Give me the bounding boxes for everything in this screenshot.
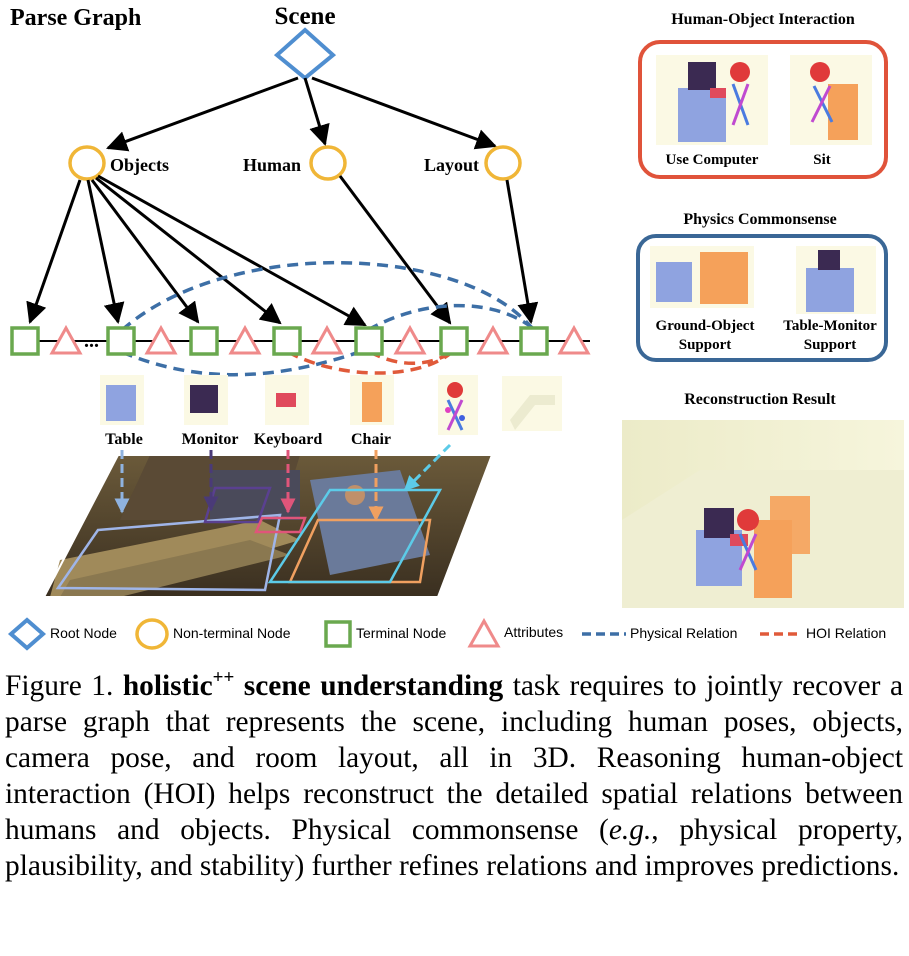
- monitor-thumb: [190, 385, 218, 413]
- caption-bold-lead: holistic++ scene understanding: [122, 667, 504, 702]
- legend-nonterminal-label: Non-terminal Node: [173, 625, 291, 641]
- chair-thumb: [362, 382, 382, 422]
- object-thumbnails: [100, 375, 562, 435]
- terminal-node-1: [10, 326, 40, 356]
- terminal-nodes: [10, 326, 549, 356]
- parse-graph-title: Parse Graph: [10, 5, 141, 31]
- figure-1: Parse Graph Scene Objects Human Layout: [7, 3, 904, 651]
- legend-root-label: Root Node: [50, 625, 117, 641]
- objects-node: [68, 145, 106, 181]
- terminal-node-monitor: [189, 326, 219, 356]
- object-edges: [26, 174, 539, 327]
- legend-attribute-label: Attributes: [504, 624, 563, 640]
- keyboard-thumb: [276, 393, 296, 407]
- root-edges: [106, 76, 497, 152]
- nonterminal-nodes: [68, 145, 522, 181]
- table-monitor-render: [796, 246, 876, 314]
- caption-eg: e.g.: [608, 814, 652, 846]
- grounding-arrows: [114, 443, 452, 522]
- legend-physical-label: Physical Relation: [630, 625, 737, 641]
- physics-panel-title: Physics Commonsense: [683, 211, 836, 228]
- ground-object-render: [650, 246, 754, 308]
- attribute-triangles: [49, 324, 591, 355]
- terminal-node-keyboard: [272, 326, 302, 356]
- legend-terminal-icon: [324, 620, 352, 648]
- table-thumb: [106, 385, 136, 421]
- hoi-use-computer-render: [656, 55, 768, 145]
- physics-panel: [636, 234, 888, 362]
- reconstruction-render: [622, 420, 904, 608]
- human-node: [309, 145, 347, 181]
- legend-hoi-label: HOI Relation: [806, 625, 886, 641]
- legend-nonterminal-icon: [135, 618, 169, 650]
- human-skeleton-thumb: [445, 382, 465, 431]
- legend-terminal-label: Terminal Node: [356, 625, 446, 641]
- hoi-panel: [638, 40, 888, 179]
- physical-relation-arcs: [120, 260, 537, 377]
- hoi-relation-arcs: [287, 350, 454, 375]
- chair-label: Chair: [351, 431, 391, 448]
- hoi-use-computer-label: Use Computer: [666, 152, 759, 168]
- hoi-sit-label: Sit: [813, 152, 831, 168]
- keyboard-label: Keyboard: [254, 431, 323, 448]
- caption-label: Figure 1.: [5, 670, 114, 702]
- reconstruction-title: Reconstruction Result: [684, 391, 836, 408]
- hoi-sit-render: [790, 55, 872, 145]
- legend: Root Node Non-terminal Node Terminal Nod…: [7, 617, 886, 651]
- legend-attribute-icon: [467, 617, 501, 648]
- objects-label: Objects: [110, 155, 169, 175]
- table-label: Table: [105, 431, 143, 448]
- caption-text-1: task requires to jointly recover a parse…: [5, 670, 903, 846]
- scene-photo: [42, 454, 494, 598]
- layout-thumb: [510, 395, 555, 430]
- monitor-label: Monitor: [182, 431, 239, 448]
- root-node-diamond: [273, 27, 337, 81]
- layout-node: [484, 145, 522, 181]
- legend-root-icon: [7, 617, 47, 651]
- figure-caption: Figure 1. holistic++ scene understanding…: [5, 668, 903, 884]
- terminal-node-human: [439, 326, 469, 356]
- terminal-node-table: [106, 326, 136, 356]
- caption-text-2: , physical property, plausibility, and s…: [5, 814, 903, 882]
- hoi-panel-title: Human-Object Interaction: [671, 11, 855, 28]
- layout-label: Layout: [424, 155, 479, 175]
- ellipsis: ...: [84, 330, 99, 352]
- terminal-node-chair: [354, 326, 384, 356]
- terminal-node-layout: [519, 326, 549, 356]
- scene-label: Scene: [274, 3, 335, 30]
- human-label: Human: [243, 155, 301, 175]
